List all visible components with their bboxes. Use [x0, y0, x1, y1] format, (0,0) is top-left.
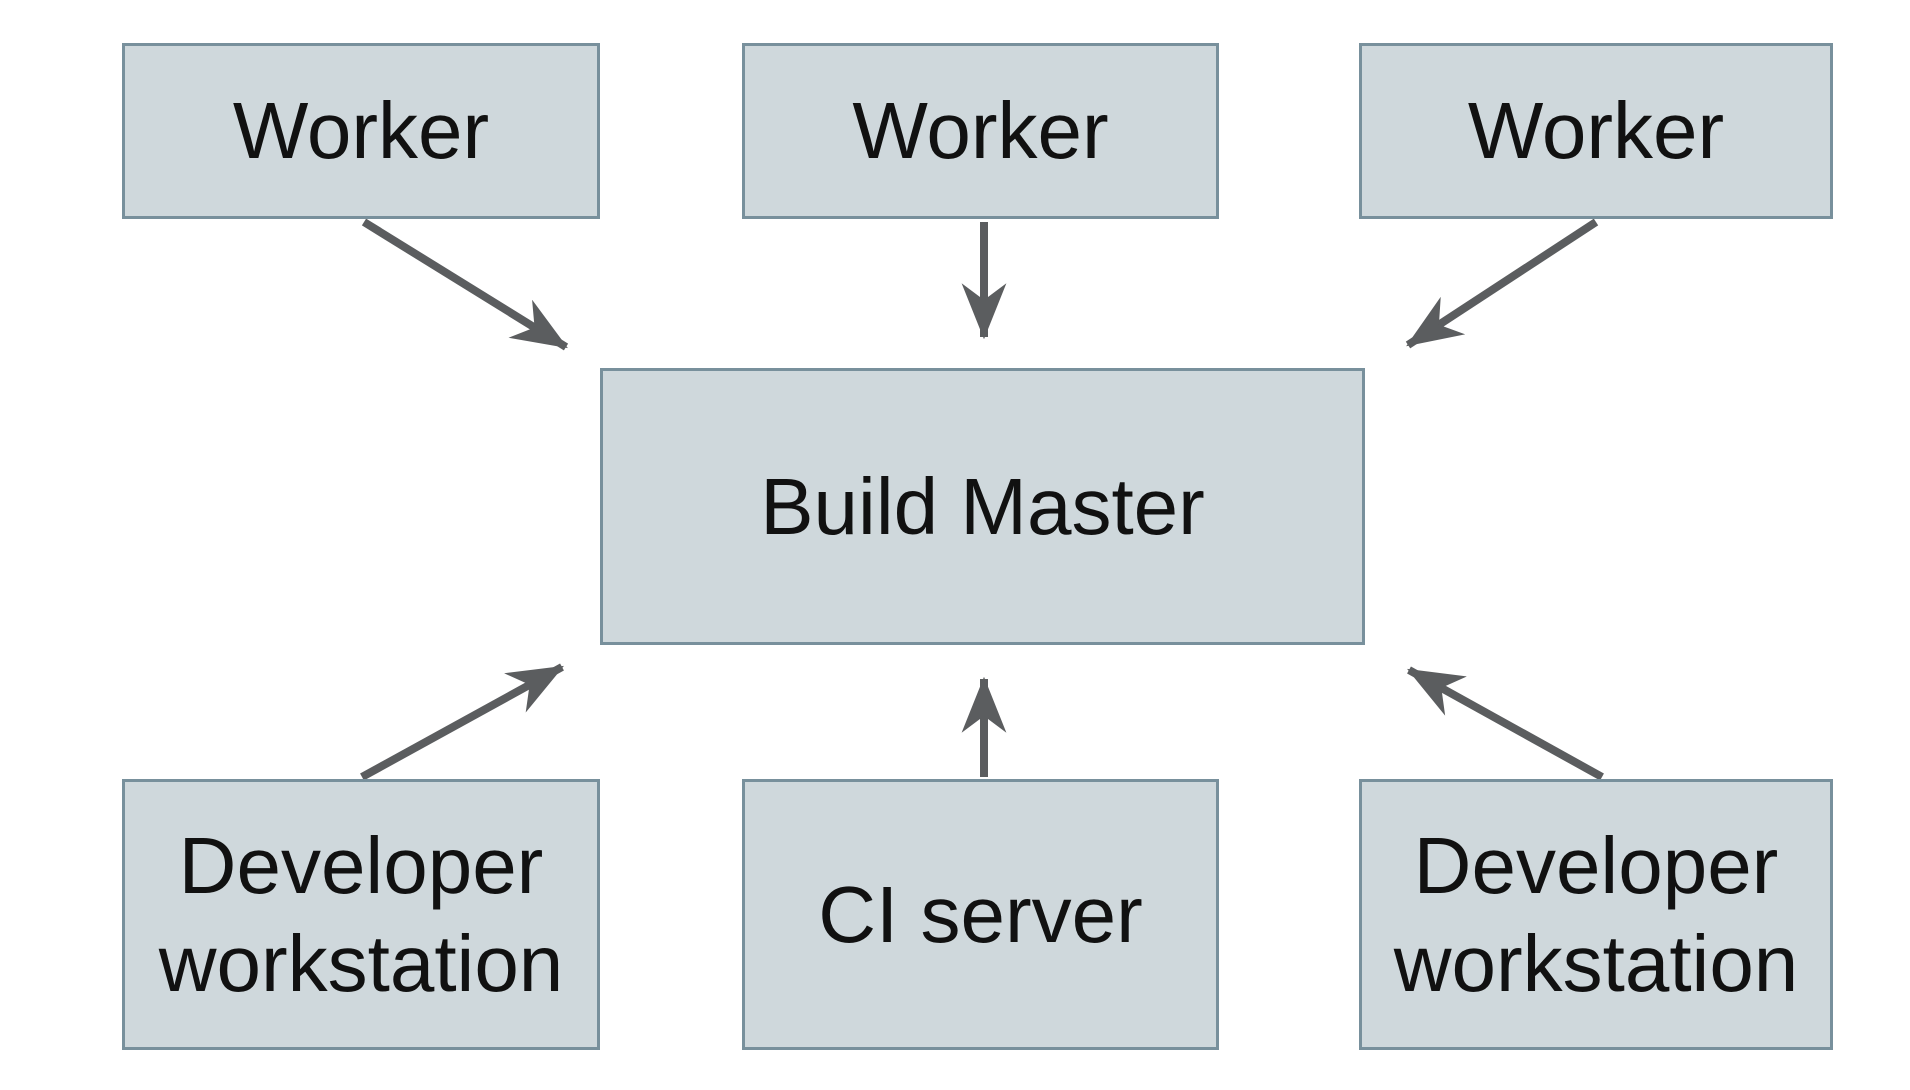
node-worker-3-label: Worker	[1467, 86, 1725, 176]
node-worker-2: Worker	[742, 43, 1219, 219]
arrow-worker-1-to-build-master	[361, 218, 569, 351]
arrow-dev-right-to-build-master	[1407, 666, 1604, 781]
node-ci-server: CI server	[742, 779, 1219, 1050]
node-worker-3: Worker	[1359, 43, 1833, 219]
node-developer-workstation-left: Developer workstation	[122, 779, 600, 1050]
node-worker-1-label: Worker	[232, 86, 490, 176]
node-developer-workstation-right-label: Developer workstation	[1393, 820, 1799, 1008]
node-build-master-label: Build Master	[760, 461, 1205, 551]
node-ci-server-label: CI server	[818, 869, 1143, 959]
arrow-dev-left-to-build-master	[360, 663, 564, 781]
node-developer-workstation-left-label: Developer workstation	[158, 820, 564, 1008]
node-build-master: Build Master	[600, 368, 1365, 645]
node-developer-workstation-right: Developer workstation	[1359, 779, 1833, 1050]
node-worker-2-label: Worker	[852, 86, 1109, 176]
node-worker-1: Worker	[122, 43, 600, 219]
arrow-worker-3-to-build-master	[1405, 218, 1599, 349]
